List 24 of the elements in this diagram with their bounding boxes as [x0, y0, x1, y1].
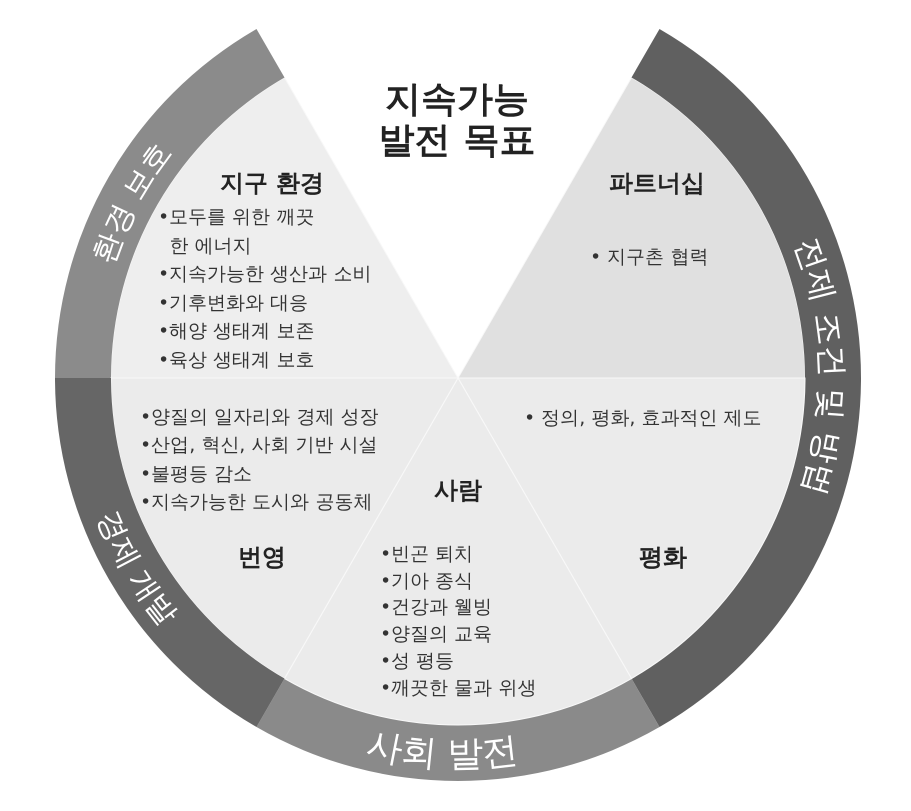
list-item: •육상 생태계 보호: [158, 348, 314, 373]
sector-heading: 지구 환경: [220, 168, 324, 198]
list-item: • 지구촌 협력: [590, 245, 708, 270]
title: 지속가능 발전 목표: [378, 79, 536, 161]
sector-heading: 파트너십: [609, 168, 705, 198]
list-item: •해양 생태계 보존: [158, 319, 314, 344]
list-item: •기아 종식: [380, 568, 474, 594]
list-item: •산업, 혁신, 사회 기반 시설: [140, 433, 378, 458]
list-item: •깨끗한 물과 위생: [380, 676, 536, 701]
list-item: •기후변화와 대응: [158, 290, 308, 316]
band-label: 전제 조건 및 방법: [788, 232, 852, 500]
sector-heading: 번영: [238, 542, 286, 572]
list-item: •건강과 웰빙: [380, 595, 492, 620]
list-item: •성 평등: [380, 648, 454, 674]
band-label: 사회 발전: [363, 724, 520, 776]
list-item: •양질의 교육: [380, 622, 492, 648]
list-item: •빈곤 퇴치: [380, 542, 474, 567]
list-item: • 정의, 평화, 효과적인 제도: [524, 406, 762, 431]
list-item: •불평등 감소: [140, 462, 252, 487]
sector-heading: 사람: [434, 475, 482, 505]
list-item: •지속가능한 생산과 소비: [158, 262, 372, 288]
list-item: •양질의 일자리와 경제 성장: [140, 405, 378, 430]
sector-heading: 평화: [639, 542, 687, 572]
list-item: •모두를 위한 깨끗한 에너지: [158, 206, 316, 259]
